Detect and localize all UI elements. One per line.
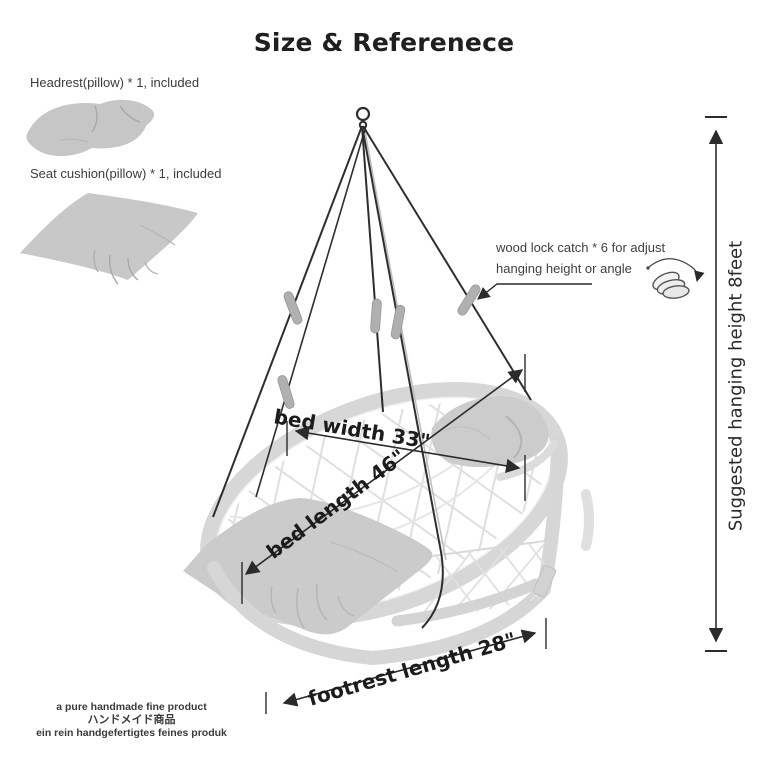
seat-cushion-label: Seat cushion(pillow) * 1, included bbox=[30, 166, 222, 181]
hanging-height-arrow bbox=[705, 116, 727, 652]
footer-line-de: ein rein handgefertigtes feines produk bbox=[36, 727, 227, 739]
seat-cushion-illustration bbox=[20, 193, 198, 285]
bed-frame-right-joint bbox=[581, 489, 594, 551]
page-title: Size & Referenece bbox=[253, 28, 515, 57]
wood-lock-icon bbox=[646, 258, 705, 299]
footer-line-ja: ハンドメイド商品 bbox=[87, 714, 176, 726]
hanging-ring-icon bbox=[355, 106, 371, 130]
wood-lock-callout-line2: hanging height or angle bbox=[496, 261, 632, 276]
callout-leader-arrow bbox=[477, 283, 592, 300]
headrest-label: Headrest(pillow) * 1, included bbox=[30, 75, 200, 90]
hanging-height-label: Suggested hanging height 8feet bbox=[725, 240, 747, 532]
footer-line-en: a pure handmade fine product bbox=[56, 701, 207, 713]
dimension-lines bbox=[241, 116, 727, 714]
footer-notes: a pure handmade fine product ハンドメイド商品 ei… bbox=[24, 701, 239, 740]
bed-length-arrow bbox=[241, 354, 526, 604]
headrest-pillow-illustration bbox=[26, 99, 155, 157]
footrest-length-arrow bbox=[265, 618, 547, 714]
hanging-chair-illustration bbox=[183, 106, 594, 666]
wood-lock-callout-line1: wood lock catch * 6 for adjust bbox=[496, 240, 666, 255]
